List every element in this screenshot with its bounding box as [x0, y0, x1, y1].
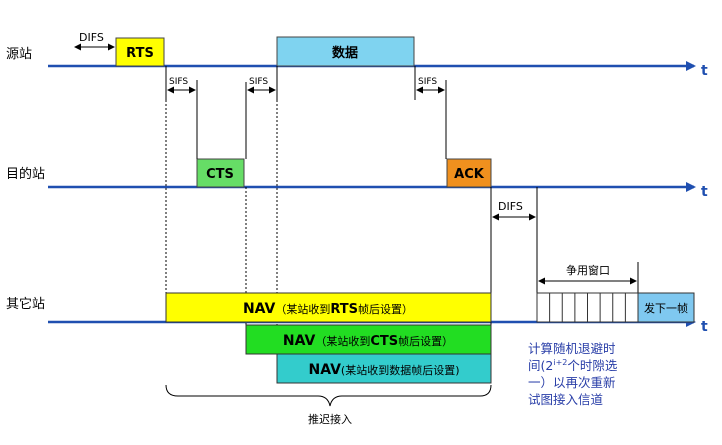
- backoff-note-line2-a: 间(2: [528, 358, 553, 373]
- station-label-others: 其它站: [6, 296, 45, 312]
- ack-frame-label: ACK: [454, 167, 485, 182]
- nav-rts-body-a: （某站收到: [275, 302, 330, 316]
- cts-frame-label: CTS: [206, 167, 234, 182]
- nav-data-bar: [276, 353, 492, 384]
- deferred-access-label: 推迟接入: [308, 412, 352, 426]
- axis-t-others: t: [701, 319, 708, 335]
- nav-data-body: (某站收到数据帧后设置): [341, 363, 460, 377]
- nav-rts-label: NAV（某站收到RTS帧后设置）: [243, 301, 413, 317]
- sifs3-label: SIFS: [418, 77, 437, 87]
- nav-cts-body-b: 帧后设置）: [398, 334, 453, 348]
- backoff-note-line1: 计算随机退避时: [528, 341, 616, 356]
- deferred-access-brace: [165, 384, 492, 407]
- backoff-note-line3: 一）以再次重新: [528, 375, 616, 390]
- nav-cts-prefix: NAV: [283, 333, 316, 349]
- backoff-note-line2-b: 个时隙选: [567, 358, 618, 373]
- nav-rts-bar: [165, 292, 492, 323]
- nav-cts-label: NAV（某站收到CTS帧后设置）: [283, 333, 453, 349]
- difs-label: DIFS: [79, 31, 104, 44]
- data-frame: [276, 36, 415, 67]
- nav-rts-prefix: NAV: [243, 301, 276, 317]
- nav-cts-bar: [245, 324, 492, 355]
- rts-frame-label: RTS: [126, 46, 154, 61]
- backoff-note-line4: 试图接入信道: [528, 392, 604, 407]
- nav-cts-key: CTS: [370, 334, 398, 349]
- contention-window-label: 争用窗口: [566, 263, 610, 277]
- rts-frame: [115, 37, 165, 67]
- station-label-destination: 目的站: [6, 166, 45, 182]
- backoff-slot-dividers: [549, 293, 626, 322]
- next-frame-label: 发下一帧: [644, 301, 688, 315]
- ack-frame: [446, 158, 492, 188]
- nav-rts-key: RTS: [330, 302, 358, 317]
- data-frame-label: 数据: [332, 45, 358, 61]
- axis-t-source: t: [701, 63, 708, 79]
- next-frame: [637, 292, 695, 323]
- sifs2-label: SIFS: [249, 77, 268, 87]
- nav-data-prefix: NAV: [308, 362, 341, 378]
- backoff-note-line2: 间(2i+2个时隙选: [528, 358, 618, 373]
- difs2-label: DIFS: [498, 200, 523, 213]
- sifs1-label: SIFS: [169, 77, 188, 87]
- station-label-source: 源站: [6, 47, 32, 62]
- nav-data-label: NAV(某站收到数据帧后设置): [308, 362, 459, 378]
- backoff-note-sup: i+2: [553, 358, 567, 367]
- cts-frame: [196, 158, 245, 188]
- nav-cts-body-a: （某站收到: [315, 334, 370, 348]
- axis-t-destination: t: [701, 184, 708, 200]
- nav-rts-body-b: 帧后设置）: [358, 302, 413, 316]
